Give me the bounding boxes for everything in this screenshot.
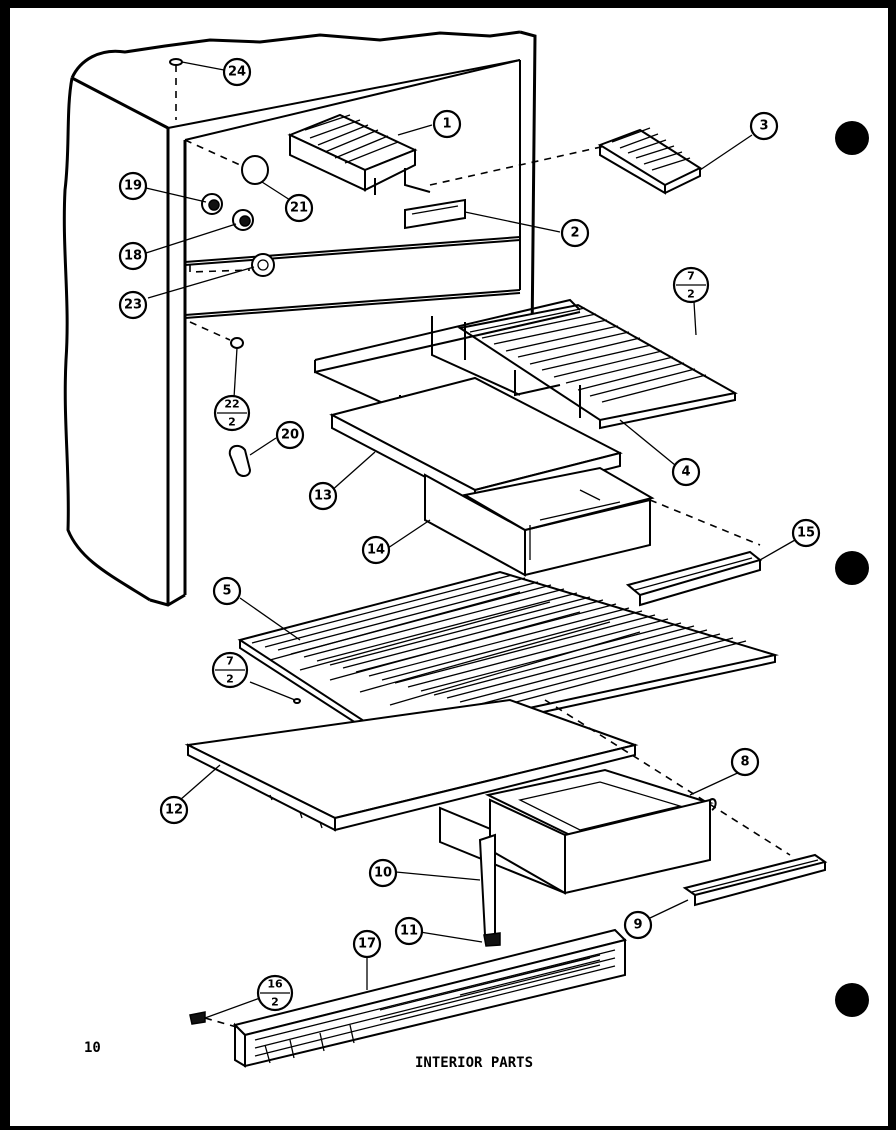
part-12-crisper-cover <box>179 698 639 832</box>
callout-24-label: 24 <box>228 65 246 80</box>
fraction-callout-22-2: 22 2 <box>213 394 251 432</box>
part-22-screw <box>189 321 244 399</box>
callout-21: 21 <box>284 193 314 223</box>
fraction-callout-7-2-upper: 7 2 <box>672 266 710 336</box>
callout-8: 8 <box>730 747 760 777</box>
part-14-meat-keeper <box>387 466 761 577</box>
page-number: 10 <box>84 1040 101 1056</box>
callout-10-label: 10 <box>374 866 392 881</box>
part-20-clip <box>228 437 277 477</box>
part-15-rail <box>625 539 796 607</box>
callout-17-label: 17 <box>358 937 376 952</box>
callout-20: 20 <box>275 420 305 450</box>
part-19-control-knob <box>145 187 223 215</box>
callout-21-label: 21 <box>290 201 308 216</box>
part-1-light-housing <box>287 113 433 195</box>
callout-23-label: 23 <box>124 298 142 313</box>
part-2-switch <box>404 198 561 233</box>
callout-19-label: 19 <box>124 179 142 194</box>
fraction-callout-7-2-upper-bottom: 2 <box>687 288 695 301</box>
callout-18-label: 18 <box>124 249 142 264</box>
part-5-lower-wire-shelf <box>237 570 779 747</box>
binder-hole-middle <box>835 551 869 585</box>
fraction-callout-7-2-lower-bottom: 2 <box>226 673 234 686</box>
callout-1: 1 <box>432 109 462 139</box>
callout-8-label: 8 <box>740 755 749 770</box>
part-18-control-knob <box>145 209 254 254</box>
callout-5-label: 5 <box>222 584 231 599</box>
fraction-callout-16-2-bottom: 2 <box>271 996 279 1009</box>
callout-4-label: 4 <box>681 465 690 480</box>
callout-9: 9 <box>623 910 653 940</box>
callout-13: 13 <box>308 481 338 511</box>
callout-17: 17 <box>352 929 382 959</box>
part-11-clip <box>419 931 501 947</box>
callout-9-label: 9 <box>633 918 642 933</box>
callout-3: 3 <box>749 111 779 141</box>
part-9-rail <box>649 853 828 919</box>
part-23-grommet <box>147 253 275 299</box>
callout-4: 4 <box>671 457 701 487</box>
fraction-callout-16-2: 16 2 <box>256 974 294 1012</box>
callout-23: 23 <box>118 290 148 320</box>
fraction-callout-7-2-upper-top: 7 <box>687 270 695 283</box>
callout-2: 2 <box>560 218 590 248</box>
part-4-upper-wire-shelf <box>314 298 738 466</box>
fraction-callout-22-2-top: 22 <box>224 398 239 411</box>
fraction-callout-7-2-lower-top: 7 <box>226 655 234 668</box>
callout-10: 10 <box>368 858 398 888</box>
fraction-callout-16-2-top: 16 <box>267 978 283 991</box>
callout-15: 15 <box>791 518 821 548</box>
fraction-callout-7-2-lower: 7 2 <box>211 651 249 689</box>
part-17-grille <box>233 928 627 1068</box>
callout-12: 12 <box>159 795 189 825</box>
binder-hole-bottom <box>835 983 869 1017</box>
callout-2-label: 2 <box>570 226 579 241</box>
binder-hole-top <box>835 121 869 155</box>
callout-5: 5 <box>212 576 242 606</box>
callout-11: 11 <box>394 916 424 946</box>
callout-13-label: 13 <box>314 489 332 504</box>
callout-15-label: 15 <box>797 526 815 541</box>
callout-20-label: 20 <box>281 428 299 443</box>
part-10-support <box>395 833 496 936</box>
fraction-callout-22-2-bottom: 2 <box>228 416 236 429</box>
diagram-sheet <box>10 8 888 1126</box>
callout-11-label: 11 <box>400 924 418 939</box>
cabinet-body <box>62 30 537 607</box>
part-24-screw <box>169 58 225 120</box>
callout-14: 14 <box>361 535 391 565</box>
callout-3-label: 3 <box>759 119 768 134</box>
callout-14-label: 14 <box>367 543 385 558</box>
part-21-knob <box>241 155 291 201</box>
callout-18: 18 <box>118 241 148 271</box>
callout-12-label: 12 <box>165 803 183 818</box>
diagram-caption: INTERIOR PARTS <box>415 1055 533 1071</box>
callout-19: 19 <box>118 171 148 201</box>
part-16-screw <box>189 997 261 1029</box>
callout-24: 24 <box>222 57 252 87</box>
part-3-rack <box>597 127 753 195</box>
part-8-crisper-drawer <box>439 699 791 895</box>
callout-1-label: 1 <box>442 117 451 132</box>
